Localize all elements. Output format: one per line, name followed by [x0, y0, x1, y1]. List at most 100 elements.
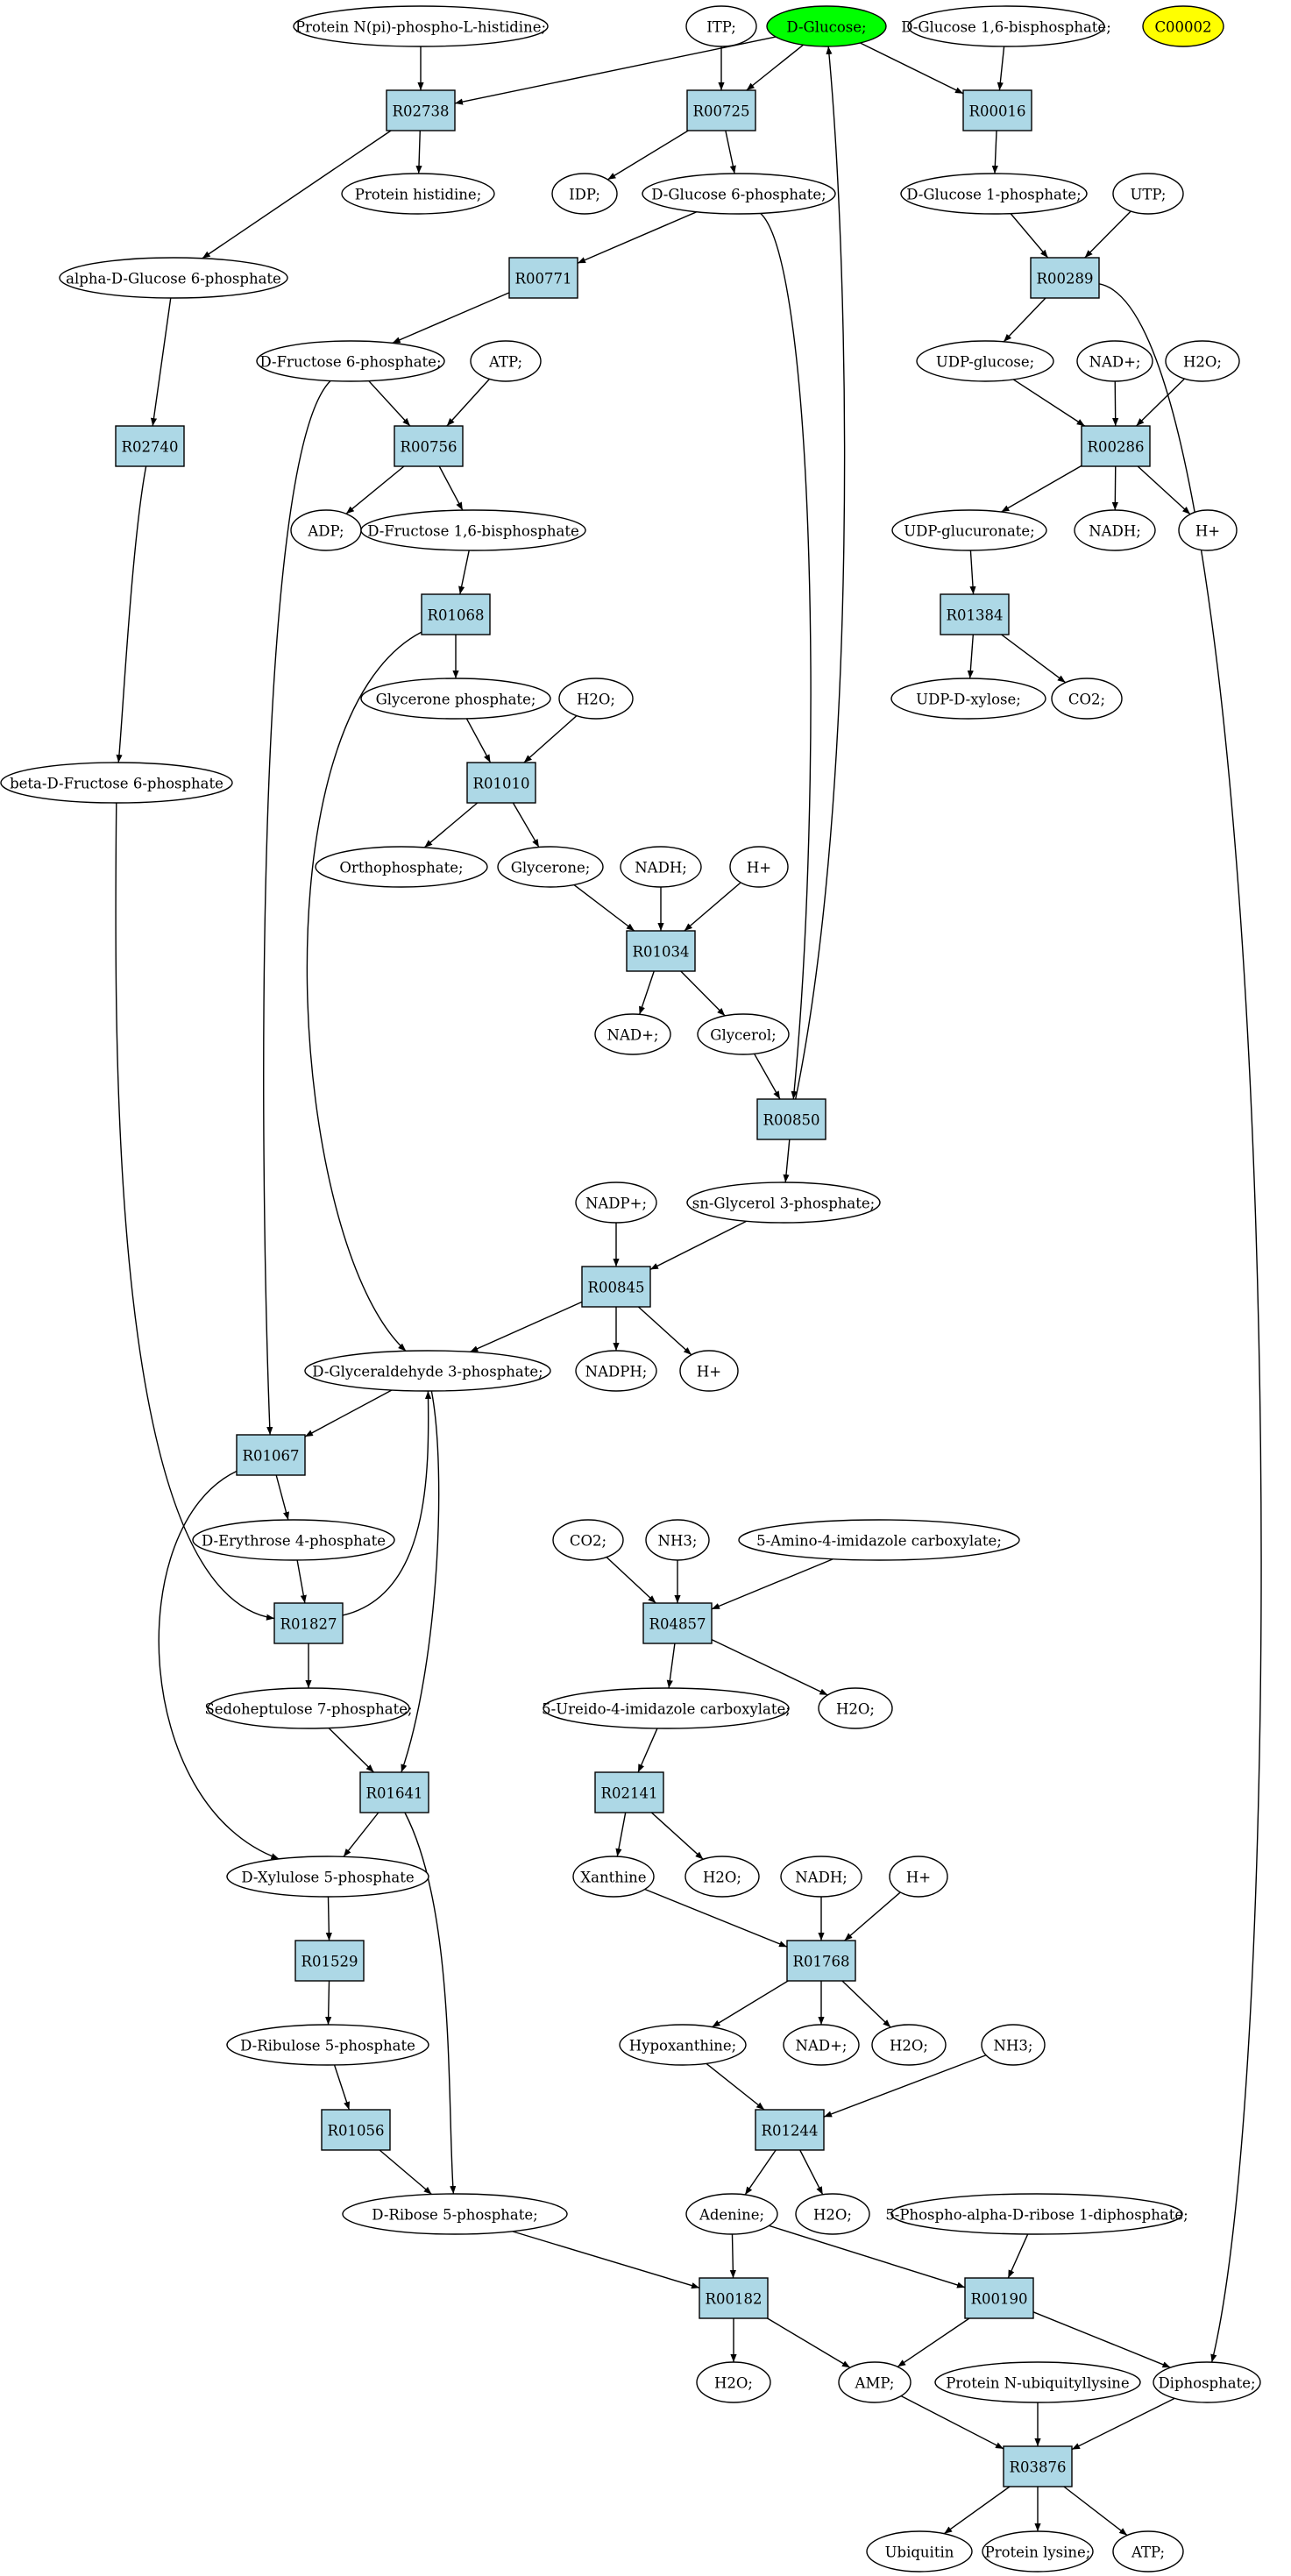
- compound-node-c-plys[interactable]: Protein lysine;: [982, 2530, 1094, 2572]
- compound-ellipse: [780, 1856, 862, 1898]
- compound-node-c-gap[interactable]: D-Glyceraldehyde 3-phosphate;: [304, 1350, 551, 1392]
- reaction-node-r00771[interactable]: R00771: [508, 257, 578, 299]
- compound-node-c-pnul[interactable]: Protein N-ubiquityllysine: [934, 2361, 1141, 2403]
- compound-node-c-c00002[interactable]: C00002: [1142, 5, 1224, 47]
- compound-node-c-g16bp[interactable]: D-Glucose 1,6-bisphosphate;: [901, 5, 1111, 47]
- reaction-node-r01067[interactable]: R01067: [236, 1434, 306, 1476]
- reaction-node-r04857[interactable]: R04857: [642, 1602, 713, 1644]
- compound-node-c-nadh2[interactable]: NADH;: [620, 846, 702, 888]
- compound-node-c-g1p[interactable]: D-Glucose 1-phosphate;: [900, 173, 1088, 215]
- compound-node-c-f6p[interactable]: D-Fructose 6-phosphate;: [256, 340, 445, 382]
- compound-node-c-glycerol[interactable]: Glycerol;: [697, 1013, 790, 1055]
- reaction-node-r01056[interactable]: R01056: [321, 2109, 391, 2151]
- reaction-node-r01068[interactable]: R01068: [421, 593, 491, 635]
- reaction-node-r01244[interactable]: R01244: [755, 2109, 825, 2151]
- compound-node-c-atp2[interactable]: ATP;: [1112, 2530, 1184, 2572]
- compound-node-c-h2o4[interactable]: H2O;: [685, 1856, 760, 1898]
- reaction-node-r01010[interactable]: R01010: [466, 762, 536, 804]
- reaction-node-r01827[interactable]: R01827: [273, 1602, 344, 1644]
- compound-node-c-utp[interactable]: UTP;: [1112, 173, 1184, 215]
- compound-node-c-udpgr[interactable]: UDP-glucuronate;: [891, 509, 1047, 551]
- compound-node-c-prpp[interactable]: 5-Phospho-alpha-D-ribose 1-diphosphate;: [885, 2193, 1188, 2235]
- compound-node-c-ade[interactable]: Adenine;: [685, 2193, 778, 2235]
- compound-label: beta-D-Fructose 6-phosphate: [10, 776, 223, 792]
- compound-node-c-h2[interactable]: H+: [729, 846, 789, 888]
- compound-node-c-nh3a[interactable]: NH3;: [645, 1519, 710, 1561]
- compound-node-c-glyc[interactable]: Glycerone;: [497, 846, 604, 888]
- compound-label: ITP;: [706, 19, 736, 36]
- compound-node-c-co2b[interactable]: CO2;: [552, 1519, 624, 1561]
- compound-node-c-udpx[interactable]: UDP-D-xylose;: [890, 678, 1046, 720]
- compound-node-c-phis[interactable]: Protein histidine;: [341, 173, 495, 215]
- compound-node-c-h4[interactable]: H+: [889, 1856, 948, 1898]
- compound-node-c-hyp[interactable]: Hypoxanthine;: [619, 2024, 747, 2066]
- reaction-node-r00190[interactable]: R00190: [964, 2277, 1034, 2319]
- compound-node-c-bdf6p[interactable]: beta-D-Fructose 6-phosphate: [0, 762, 233, 804]
- reaction-node-r00182[interactable]: R00182: [699, 2277, 769, 2319]
- reaction-node-r01034[interactable]: R01034: [626, 930, 696, 972]
- compound-node-c-adp[interactable]: ADP;: [290, 509, 362, 551]
- compound-node-c-nph[interactable]: Protein N(pi)-phospho-L-histidine;: [293, 5, 549, 47]
- compound-node-c-nadh3[interactable]: NADH;: [780, 1856, 862, 1898]
- compound-node-c-h2o3[interactable]: H2O;: [818, 1687, 893, 1729]
- compound-node-c-h3[interactable]: H+: [679, 1350, 739, 1392]
- reaction-node-r00845[interactable]: R00845: [581, 1266, 651, 1308]
- compound-node-c-ubq[interactable]: Ubiquitin: [866, 2530, 973, 2572]
- compound-node-c-xu5p[interactable]: D-Xylulose 5-phosphate: [226, 1856, 429, 1898]
- compound-label: H+: [697, 1364, 721, 1380]
- compound-node-c-nadpp[interactable]: NADP+;: [575, 1182, 657, 1224]
- compound-node-c-idp[interactable]: IDP;: [551, 173, 618, 215]
- compound-node-c-orth[interactable]: Orthophosphate;: [315, 846, 488, 888]
- reaction-node-r00850[interactable]: R00850: [756, 1098, 826, 1140]
- compound-node-c-sng3p[interactable]: sn-Glycerol 3-phosphate;: [686, 1182, 881, 1224]
- compound-node-c-e4p[interactable]: D-Erythrose 4-phosphate: [192, 1519, 395, 1561]
- reaction-node-r00016[interactable]: R00016: [962, 89, 1032, 131]
- compound-node-c-h2o1[interactable]: H2O;: [1165, 340, 1240, 382]
- edge-r01827-to-c-gap: [342, 1390, 432, 1616]
- compound-node-c-itp[interactable]: ITP;: [685, 5, 757, 47]
- compound-node-c-udpg[interactable]: UDP-glucose;: [916, 340, 1054, 382]
- compound-node-c-r5p[interactable]: D-Ribose 5-phosphate;: [342, 2193, 568, 2235]
- compound-node-c-amp[interactable]: AMP;: [838, 2361, 912, 2403]
- reaction-node-r00756[interactable]: R00756: [394, 425, 464, 467]
- reaction-node-r02738[interactable]: R02738: [386, 89, 456, 131]
- reaction-node-r01641[interactable]: R01641: [359, 1771, 429, 1813]
- compound-node-c-nadp3[interactable]: NAD+;: [783, 2024, 860, 2066]
- reaction-node-r02141[interactable]: R02141: [594, 1771, 664, 1813]
- compound-node-c-glyp[interactable]: Glycerone phosphate;: [360, 678, 551, 720]
- compound-node-c-h2o7[interactable]: H2O;: [696, 2361, 771, 2403]
- edge-r01244-to-c-ade: [744, 2149, 777, 2196]
- compound-node-c-nadp2[interactable]: NAD+;: [594, 1013, 671, 1055]
- reaction-node-r03876[interactable]: R03876: [1003, 2445, 1073, 2487]
- compound-node-c-h1[interactable]: H+: [1178, 509, 1238, 551]
- compound-node-c-uic[interactable]: 5-Ureido-4-imidazole carboxylate;: [542, 1687, 791, 1729]
- compound-node-c-atp1[interactable]: ATP;: [470, 340, 542, 382]
- compound-node-c-s7p[interactable]: Sedoheptulose 7-phosphate;: [204, 1687, 413, 1729]
- compound-node-c-nh3b[interactable]: NH3;: [981, 2024, 1046, 2066]
- edge-r00756-to-c-fbp: [438, 465, 464, 511]
- reaction-node-r01529[interactable]: R01529: [294, 1940, 365, 1982]
- compound-node-c-xan[interactable]: Xanthine: [572, 1856, 655, 1898]
- compound-node-c-nadp1[interactable]: NAD+;: [1076, 340, 1153, 382]
- compound-node-c-h2o2[interactable]: H2O;: [558, 678, 634, 720]
- reaction-node-r02740[interactable]: R02740: [115, 425, 185, 467]
- compound-node-c-aic[interactable]: 5-Amino-4-imidazole carboxylate;: [738, 1519, 1020, 1561]
- compound-node-c-glc[interactable]: D-Glucose;: [766, 5, 887, 47]
- reaction-node-r01768[interactable]: R01768: [786, 1940, 856, 1982]
- compound-node-c-fbp[interactable]: D-Fructose 1,6-bisphosphate: [360, 509, 586, 551]
- compound-node-c-g6p[interactable]: D-Glucose 6-phosphate;: [642, 173, 836, 215]
- compound-node-c-ru5p[interactable]: D-Ribulose 5-phosphate: [226, 2024, 429, 2066]
- compound-node-c-adg6p[interactable]: alpha-D-Glucose 6-phosphate: [59, 257, 288, 299]
- compound-node-c-co2a[interactable]: CO2;: [1051, 678, 1123, 720]
- compound-node-c-h2o6[interactable]: H2O;: [795, 2193, 870, 2235]
- compound-label: D-Xylulose 5-phosphate: [241, 1870, 414, 1886]
- compound-node-c-ppi[interactable]: Diphosphate;: [1153, 2361, 1261, 2403]
- reaction-node-r00289[interactable]: R00289: [1030, 257, 1100, 299]
- edge-c-h2o2-to-r01010: [523, 715, 578, 763]
- reaction-node-r00725[interactable]: R00725: [686, 89, 756, 131]
- compound-node-c-nadh1[interactable]: NADH;: [1074, 509, 1156, 551]
- compound-node-c-nadph[interactable]: NADPH;: [575, 1350, 657, 1392]
- reaction-node-r00286[interactable]: R00286: [1081, 425, 1151, 467]
- compound-node-c-h2o5[interactable]: H2O;: [871, 2024, 947, 2066]
- reaction-node-r01384[interactable]: R01384: [940, 593, 1010, 635]
